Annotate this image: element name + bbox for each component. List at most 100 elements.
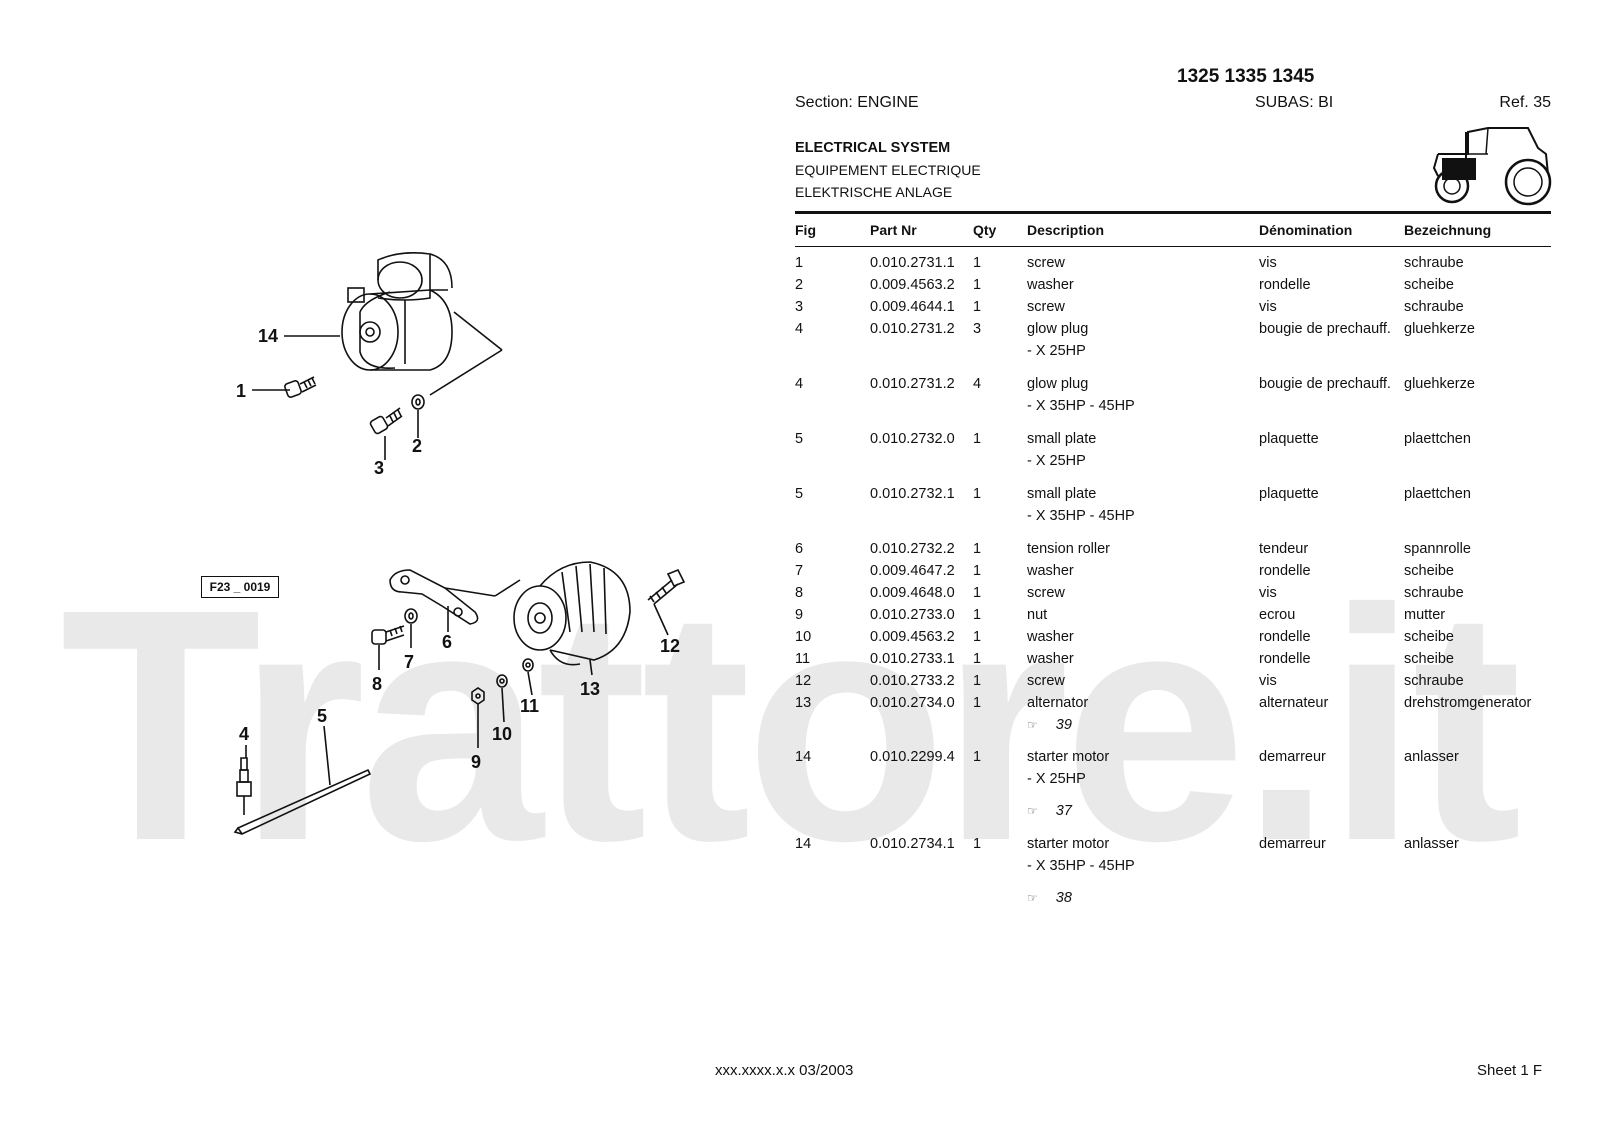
cell-description: washer: [1027, 563, 1074, 579]
cell-part-nr: 0.010.2731.1: [870, 255, 955, 271]
table-row: 4 0.010.2731.2 4 glow plug bougie de pre…: [795, 376, 1551, 398]
glow-plug-drawing: [236, 757, 252, 815]
table-row: 7 0.009.4647.2 1 washer rondelle scheibe: [795, 563, 1551, 585]
title-english: ELECTRICAL SYSTEM: [795, 140, 951, 156]
cell-fig: 9: [795, 607, 804, 623]
cell-denomination: rondelle: [1259, 629, 1311, 645]
cell-denomination: vis: [1259, 585, 1277, 601]
col-qty: Qty: [973, 222, 997, 238]
table-row: 11 0.010.2733.1 1 washer rondelle scheib…: [795, 651, 1551, 673]
table-row: 12 0.010.2733.2 1 screw vis schraube: [795, 673, 1551, 695]
washer-7-drawing: [404, 608, 418, 624]
cell-description: nut: [1027, 607, 1048, 623]
callout-3: 3: [374, 458, 384, 478]
table-row: 5 0.010.2732.0 1 small plate plaquette p…: [795, 431, 1551, 453]
callout-5: 5: [317, 706, 327, 726]
reference-number: 37: [1055, 803, 1072, 819]
table-row: 1 0.010.2731.1 1 screw vis schraube: [795, 255, 1551, 277]
callout-2: 2: [412, 436, 422, 456]
cell-denomination: tendeur: [1259, 541, 1309, 557]
cell-bezeichnung: schraube: [1404, 299, 1464, 315]
cell-fig: 5: [795, 431, 804, 447]
ref-label: Ref. 35: [1499, 94, 1551, 111]
cell-fig: 2: [795, 277, 804, 293]
pointing-hand-icon: ☞: [1027, 891, 1038, 905]
tractor-icon: [1432, 127, 1552, 206]
table-row: 5 0.010.2732.1 1 small plate plaquette p…: [795, 486, 1551, 508]
cell-denomination: demarreur: [1259, 836, 1326, 852]
cell-denomination: rondelle: [1259, 563, 1311, 579]
table-row: 13 0.010.2734.0 1 alternator alternateur…: [795, 695, 1551, 717]
watermark: Trattore.it: [60, 540, 1522, 909]
cell-description: glow plug: [1027, 321, 1089, 337]
cell-denomination: rondelle: [1259, 651, 1311, 667]
col-bezeichnung: Bezeichnung: [1404, 222, 1492, 238]
cell-fig: 10: [795, 629, 812, 645]
cell-description: alternator: [1027, 695, 1089, 711]
cell-fig: 11: [795, 651, 811, 667]
cell-description: washer: [1027, 629, 1074, 645]
row-variant: - X 35HP - 45HP: [1027, 398, 1135, 414]
cell-part-nr: 0.009.4647.2: [870, 563, 955, 579]
section-line: Section: ENGINE SUBAS: BI Ref. 35: [795, 94, 1551, 116]
cell-part-nr: 0.010.2732.2: [870, 541, 955, 557]
tension-bracket-drawing: [389, 569, 521, 625]
row-variant: - X 25HP: [1027, 771, 1086, 787]
see-reference[interactable]: ☞39: [1027, 717, 1072, 733]
callout-8: 8: [372, 674, 382, 694]
cell-denomination: plaquette: [1259, 486, 1319, 502]
cell-part-nr: 0.010.2731.2: [870, 376, 955, 392]
screw-3-drawing: [369, 407, 403, 435]
cell-bezeichnung: scheibe: [1404, 563, 1454, 579]
pointing-hand-icon: ☞: [1027, 718, 1038, 732]
screw-1-drawing: [284, 376, 317, 398]
washer-10-drawing: [496, 674, 508, 688]
model-numbers: 1325 1335 1345: [1177, 66, 1315, 87]
col-fig: Fig: [795, 222, 816, 238]
cell-part-nr: 0.009.4563.2: [870, 629, 955, 645]
cell-description: screw: [1027, 585, 1065, 601]
cell-bezeichnung: schraube: [1404, 255, 1464, 271]
cell-description: washer: [1027, 651, 1074, 667]
cell-denomination: rondelle: [1259, 277, 1311, 293]
table-row: 8 0.009.4648.0 1 screw vis schraube: [795, 585, 1551, 607]
cell-qty: 1: [973, 836, 982, 852]
table-row: 4 0.010.2731.2 3 glow plug bougie de pre…: [795, 321, 1551, 343]
callout-13: 13: [580, 679, 600, 699]
alternator-drawing: [513, 561, 631, 666]
col-denomination: Dénomination: [1259, 222, 1353, 238]
callout-7: 7: [404, 652, 414, 672]
cell-denomination: ecrou: [1259, 607, 1296, 623]
table-row: 14 0.010.2734.1 1 starter motor demarreu…: [795, 836, 1551, 858]
cell-bezeichnung: scheibe: [1404, 651, 1454, 667]
cell-description: glow plug: [1027, 376, 1089, 392]
cell-part-nr: 0.009.4648.0: [870, 585, 955, 601]
callout-1: 1: [236, 381, 246, 401]
cell-fig: 1: [795, 255, 804, 271]
cell-description: screw: [1027, 673, 1065, 689]
cell-fig: 7: [795, 563, 804, 579]
cell-fig: 14: [795, 749, 812, 765]
see-reference[interactable]: ☞37: [1027, 803, 1072, 819]
cell-description: screw: [1027, 255, 1065, 271]
exploded-parts-diagram: 14 1 2 3 4 5 6 7 8 9 10 11 12 13: [233, 252, 686, 836]
col-part-nr: Part Nr: [870, 222, 917, 238]
cell-fig: 12: [795, 673, 812, 689]
cell-bezeichnung: plaettchen: [1404, 431, 1471, 447]
row-variant: - X 25HP: [1027, 453, 1086, 469]
subas-label: SUBAS: BI: [1255, 94, 1334, 111]
cell-description: small plate: [1027, 431, 1097, 447]
cell-bezeichnung: scheibe: [1404, 629, 1454, 645]
cell-qty: 3: [973, 321, 982, 337]
cell-bezeichnung: drehstromgenerator: [1404, 695, 1532, 711]
cell-part-nr: 0.010.2732.0: [870, 431, 955, 447]
callout-6: 6: [442, 632, 452, 652]
cell-qty: 1: [973, 541, 982, 557]
cell-qty: 1: [973, 607, 982, 623]
cell-part-nr: 0.010.2731.2: [870, 321, 955, 337]
cell-fig: 8: [795, 585, 804, 601]
parts-list: 1 0.010.2731.1 1 screw vis schraube 2 0.…: [795, 255, 1551, 915]
bolt-12-drawing: [647, 568, 686, 605]
table-header: Fig Part Nr Qty Description Dénomination…: [795, 211, 1551, 247]
see-reference[interactable]: ☞38: [1027, 890, 1072, 906]
